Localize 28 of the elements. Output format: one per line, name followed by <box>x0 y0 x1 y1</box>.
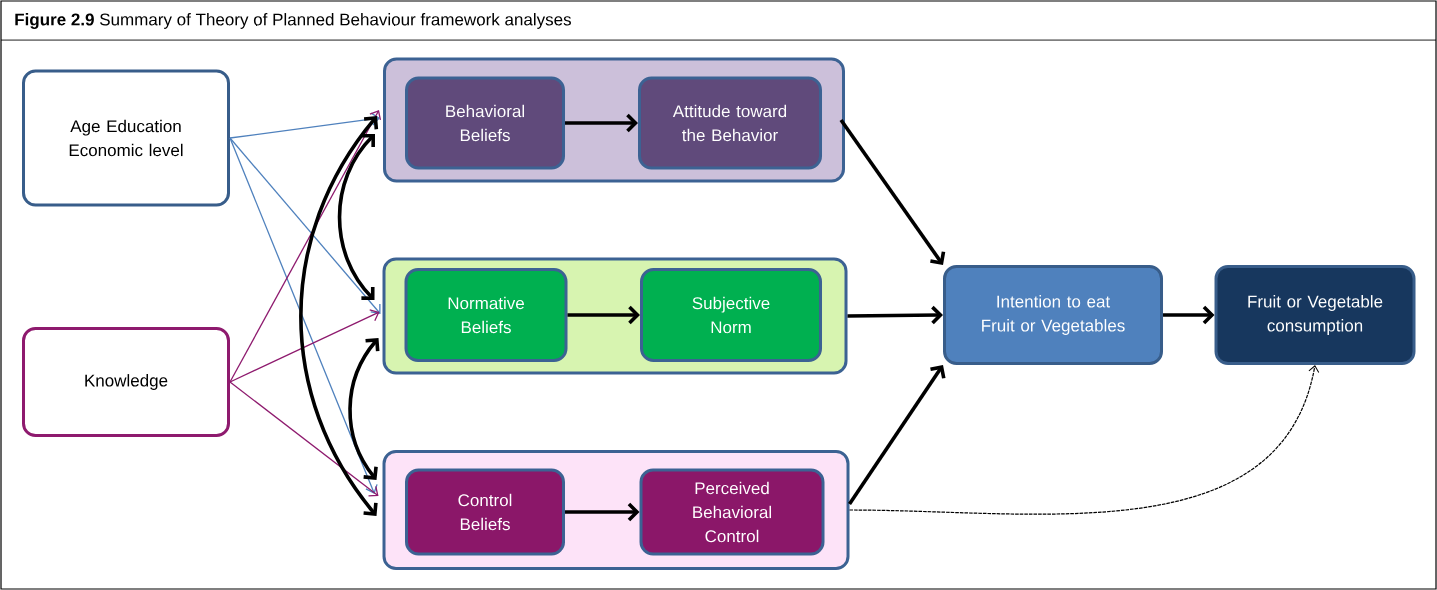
process-box: Control Beliefs <box>405 468 565 556</box>
text-box: Age Education Economic level <box>22 69 230 207</box>
arrow <box>229 110 382 383</box>
process-box: Subjective Norm <box>640 268 822 362</box>
process-box: Perceived Behavioral Control <box>639 468 825 556</box>
process-box: Behavioral Beliefs <box>405 76 565 170</box>
dotted-arrow <box>848 365 1320 515</box>
arrow <box>565 502 640 522</box>
arrow <box>567 305 640 325</box>
process-box: Normative Beliefs <box>404 268 568 362</box>
text-box: Knowledge <box>22 327 230 437</box>
curved-arrow <box>348 338 380 480</box>
arrow <box>848 365 946 505</box>
process-box: Fruit or Vegetable consumption <box>1214 265 1416 365</box>
arrow <box>229 137 381 314</box>
figure-title: Figure 2.9 Summary of Theory of Planned Behaviour framework analyses <box>15 13 571 29</box>
arrow <box>229 137 378 494</box>
process-box: Intention to eat Fruit or Vegetables <box>943 265 1163 365</box>
arrow <box>847 305 943 325</box>
curved-arrow <box>337 133 375 300</box>
arrow <box>229 309 380 383</box>
arrow <box>565 113 638 133</box>
curved-arrow <box>299 116 379 516</box>
arrow <box>229 381 379 497</box>
arrow <box>839 118 946 265</box>
arrow <box>229 112 380 139</box>
arrow <box>1163 305 1215 325</box>
process-box: Attitude toward the Behavior <box>638 76 822 170</box>
